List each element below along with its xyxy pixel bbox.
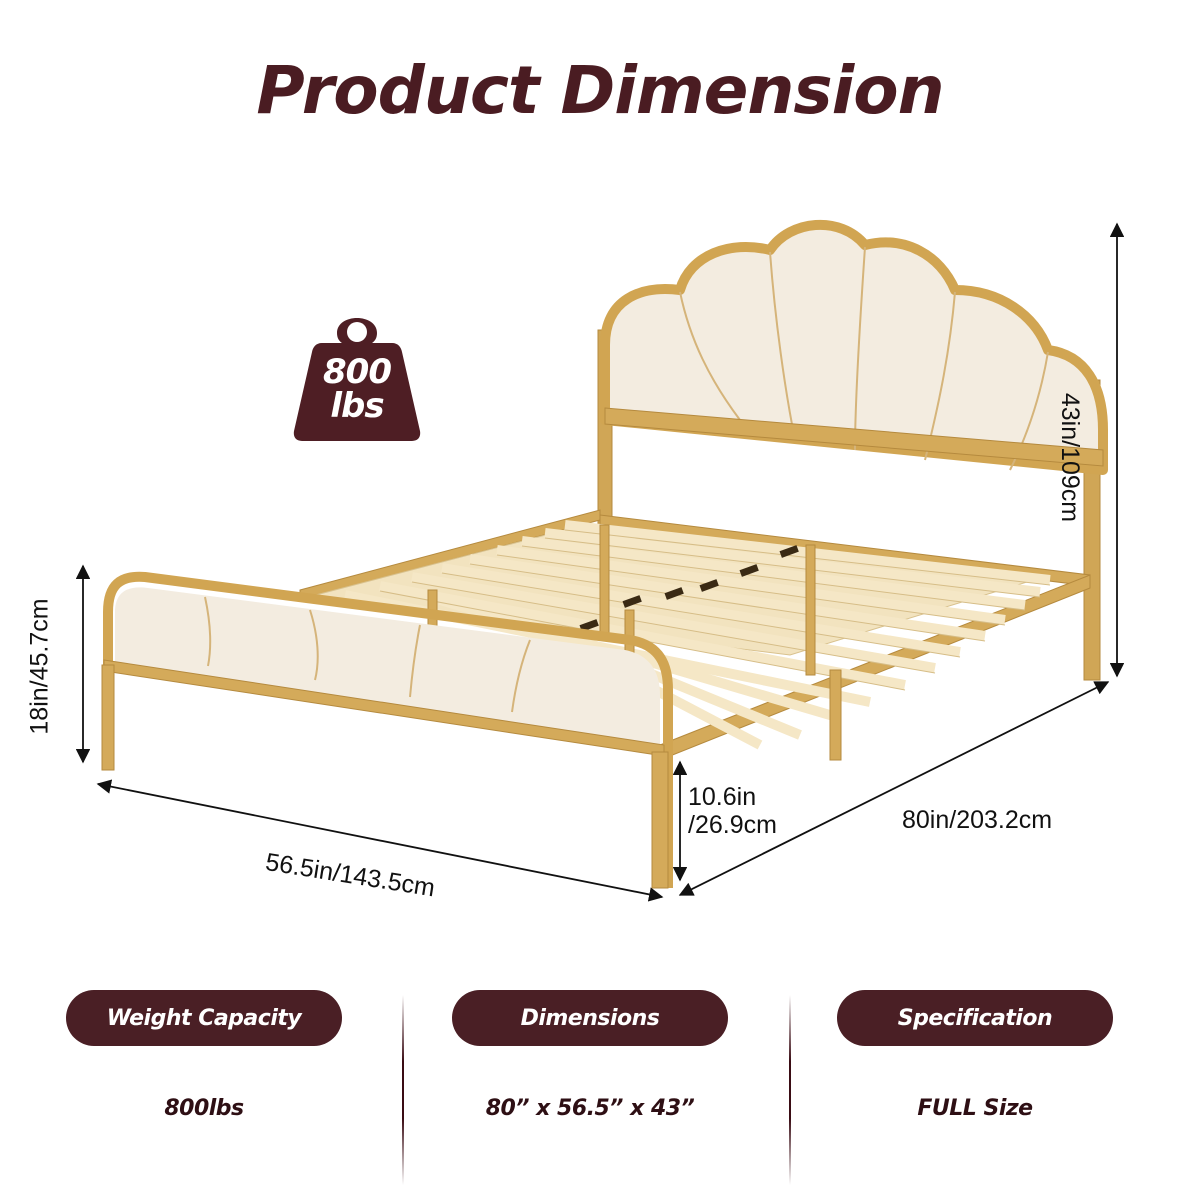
weight-badge: 800 lbs xyxy=(292,305,422,441)
headboard xyxy=(600,220,1108,475)
spec-label-pill: Dimensions xyxy=(452,990,728,1046)
page-title: Product Dimension xyxy=(256,52,944,129)
footboard-height-label: 18in/45.7cm xyxy=(25,598,54,735)
footboard xyxy=(101,571,673,889)
arrow-width xyxy=(96,779,664,902)
spec-dimensions: Dimensions 80” x 56.5” x 43” xyxy=(452,990,728,1121)
bed-illustration xyxy=(75,220,1125,902)
length-label: 80in/203.2cm xyxy=(902,806,1053,834)
spec-specification: Specification FULL Size xyxy=(837,990,1113,1121)
column-divider xyxy=(402,995,404,1185)
clearance-in: 10.6in xyxy=(688,783,757,811)
spec-value: 800lbs xyxy=(164,1096,244,1121)
arrow-length xyxy=(678,681,1110,896)
spec-weight-capacity: Weight Capacity 800lbs xyxy=(66,990,342,1121)
spec-value: 80” x 56.5” x 43” xyxy=(485,1096,695,1121)
spec-label-pill: Weight Capacity xyxy=(66,990,342,1046)
weight-unit: lbs xyxy=(330,386,384,426)
center-beam-brackets xyxy=(579,545,799,632)
weight-value: 800 xyxy=(323,352,392,392)
clearance-cm: /26.9cm xyxy=(688,811,777,839)
dimension-arrows xyxy=(75,222,1125,902)
weight-badge-text: 800 lbs xyxy=(292,355,422,423)
spec-label-pill: Specification xyxy=(837,990,1113,1046)
weight-icon xyxy=(293,318,421,441)
clearance-label: 10.6in /26.9cm xyxy=(688,783,777,839)
total-height-label: 43in/109cm xyxy=(1056,392,1085,523)
column-divider xyxy=(789,995,791,1185)
spec-value: FULL Size xyxy=(917,1096,1033,1121)
